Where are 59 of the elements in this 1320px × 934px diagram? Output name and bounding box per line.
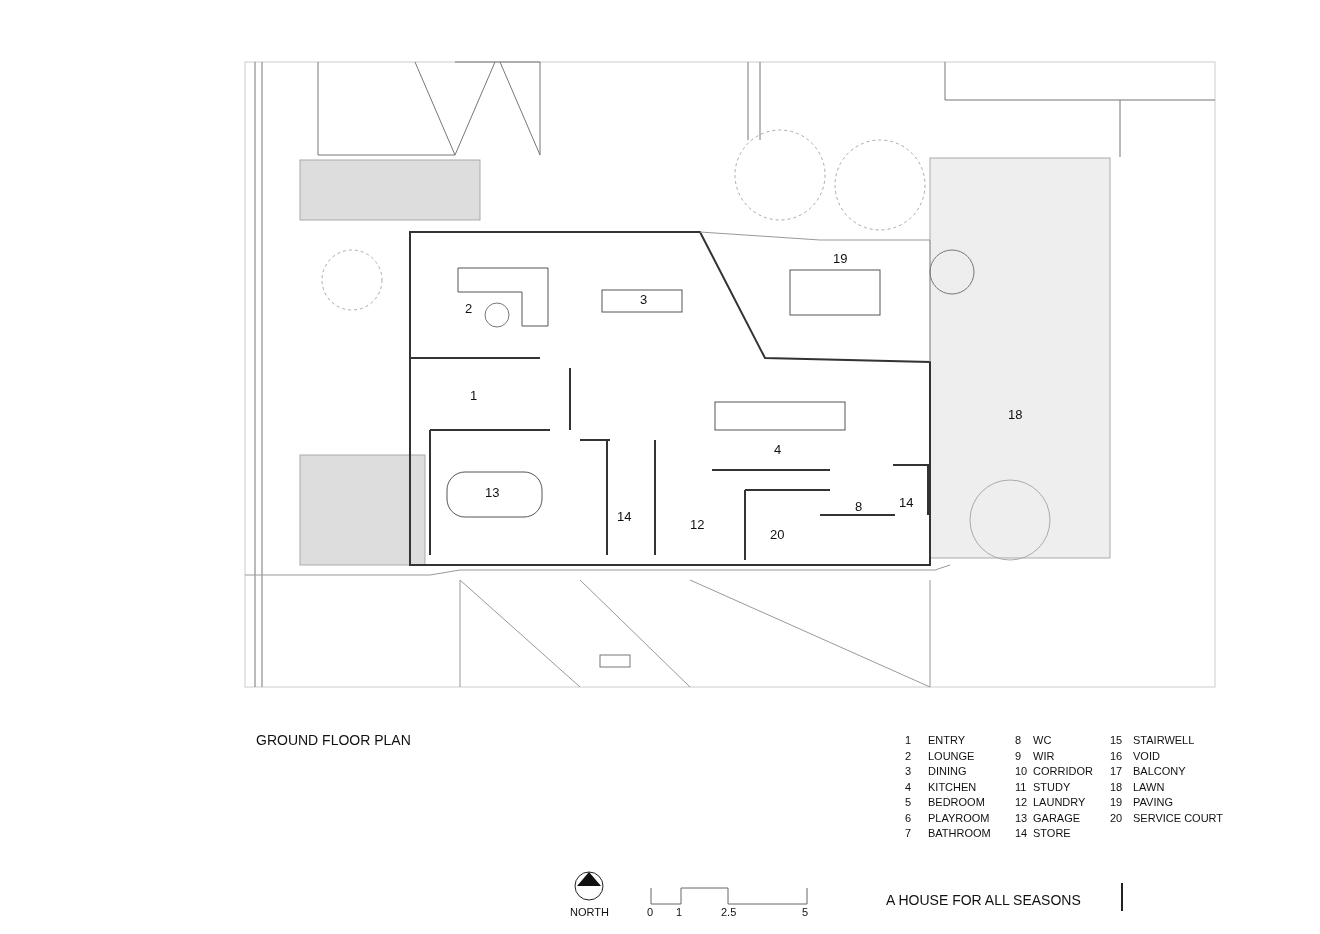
legend-room-number: 9 xyxy=(1015,750,1022,762)
room-number: 2 xyxy=(465,302,473,315)
scale-number: 2.5 xyxy=(721,907,737,918)
legend-room-number: 19 xyxy=(1110,797,1123,808)
legend-room-name: PLAYROOM xyxy=(928,812,990,824)
scale-number: 5 xyxy=(802,907,809,918)
legend-room-number: 12 xyxy=(1015,797,1028,808)
legend-room-name: LAUNDRY xyxy=(1033,797,1086,808)
room-number: 8 xyxy=(855,500,863,513)
legend-room-number: 7 xyxy=(905,828,912,839)
legend-room-number: 13 xyxy=(1015,812,1028,824)
plan-title: GROUND FLOOR PLAN xyxy=(256,733,411,747)
room-number: 14 xyxy=(617,510,632,523)
legend-room-name: LOUNGE xyxy=(928,750,975,762)
legend-room-name: WIR xyxy=(1033,750,1055,762)
legend-room-number: 17 xyxy=(1110,766,1123,777)
legend-room-number: 3 xyxy=(905,766,912,777)
legend-room-name: GARAGE xyxy=(1033,812,1081,824)
room-number: 3 xyxy=(640,293,648,306)
legend-room-name: ENTRY xyxy=(928,735,966,746)
scale-number: 0 xyxy=(647,907,654,918)
legend-room-number: 8 xyxy=(1015,735,1022,746)
north-label: NORTH xyxy=(570,907,609,918)
legend-room-name: SERVICE COURT xyxy=(1133,812,1224,824)
legend-room-number: 18 xyxy=(1110,781,1123,793)
legend-room-name: STUDY xyxy=(1033,781,1071,793)
legend-room-name: KITCHEN xyxy=(928,781,977,793)
legend-room-name: WC xyxy=(1033,735,1052,746)
legend-room-name: STAIRWELL xyxy=(1133,735,1195,746)
room-number: 12 xyxy=(690,518,705,531)
legend-room-number: 14 xyxy=(1015,828,1028,839)
legend-room-name: BATHROOM xyxy=(928,828,991,839)
legend-room-name: DINING xyxy=(928,766,967,777)
scale-number: 1 xyxy=(676,907,683,918)
legend-room-number: 20 xyxy=(1110,812,1123,824)
legend-room-name: STORE xyxy=(1033,828,1071,839)
room-number: 14 xyxy=(899,496,914,509)
room-number: 1 xyxy=(470,389,478,402)
legend-room-number: 5 xyxy=(905,797,912,808)
legend-room-number: 15 xyxy=(1110,735,1123,746)
legend-room-name: BALCONY xyxy=(1133,766,1186,777)
legend-room-number: 4 xyxy=(905,781,912,793)
room-number: 19 xyxy=(833,252,848,265)
legend-room-name: LAWN xyxy=(1133,781,1165,793)
legend-room-number: 10 xyxy=(1015,766,1028,777)
legend-room-number: 1 xyxy=(905,735,912,746)
legend-room-number: 2 xyxy=(905,750,912,762)
legend-room-name: VOID xyxy=(1133,750,1160,762)
legend-room-number: 16 xyxy=(1110,750,1123,762)
project-caption: A HOUSE FOR ALL SEASONS xyxy=(886,893,1081,907)
legend-room-name: CORRIDOR xyxy=(1033,766,1093,777)
legend-room-name: BEDROOM xyxy=(928,797,985,808)
room-number: 4 xyxy=(774,443,782,456)
room-number: 18 xyxy=(1008,408,1023,421)
room-number: 20 xyxy=(770,528,785,541)
legend-room-name: PAVING xyxy=(1133,797,1173,808)
legend-room-number: 11 xyxy=(1015,781,1027,793)
room-number: 13 xyxy=(485,486,500,499)
legend-room-number: 6 xyxy=(905,812,912,824)
